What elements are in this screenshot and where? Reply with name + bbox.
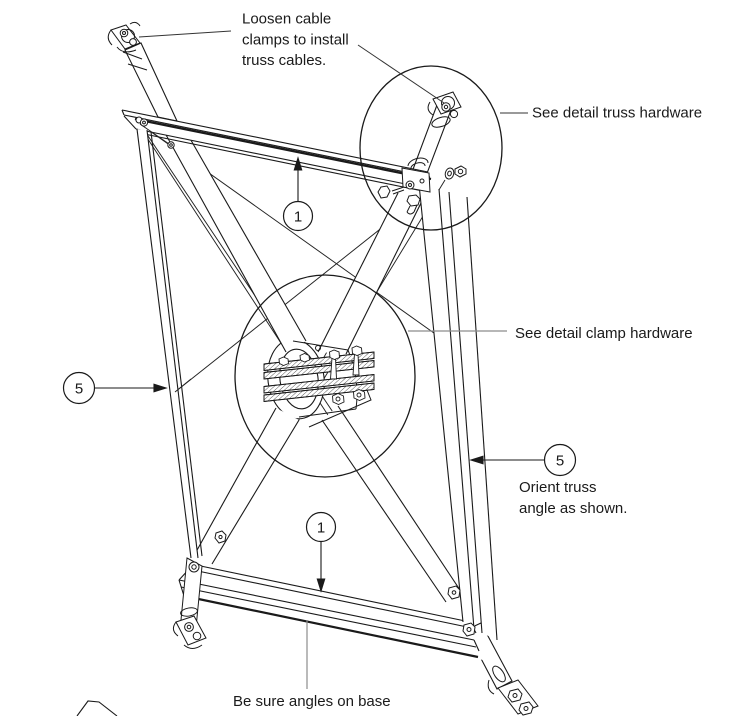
callout-loosen-line-3: truss cables. [242, 52, 326, 69]
detail-circles [234, 65, 503, 478]
balloon-left-post: 5 [62, 371, 96, 405]
cable-clamp-top-right [427, 91, 462, 128]
cable-overlay-top-left [139, 123, 173, 147]
callout-orient-line-2: angle as shown. [519, 500, 627, 517]
arrow-top-beam [293, 156, 303, 202]
callout-texts: Loosen cable clamps to install truss cab… [233, 11, 702, 710]
callout-base-angles: Be sure angles on base [233, 693, 391, 710]
clamp-bottom-bracket [308, 389, 372, 428]
clamp-body-top-edge [292, 340, 349, 351]
right-truss [418, 183, 498, 641]
leader-loosen-right [357, 44, 445, 104]
leg-top-right [411, 104, 452, 177]
callout-orient-line-1: Orient truss [519, 479, 597, 496]
foot-bottom-right [487, 665, 539, 716]
brace-lower-left-tube [195, 407, 300, 565]
callout-orient-truss: Orient truss angle as shown. [519, 479, 627, 517]
base-right-bolt [462, 622, 476, 637]
balloon-base-beam-number: 1 [317, 519, 325, 536]
callout-loosen-line-1: Loosen cable [242, 11, 331, 28]
balloons: 1 5 1 5 [62, 200, 577, 543]
balloon-top-beam: 1 [282, 200, 314, 232]
balloon-right-truss-number: 5 [556, 452, 564, 469]
clamp-assembly [263, 340, 375, 428]
bottom-left-stud [214, 530, 227, 544]
clamp-bolts [278, 345, 366, 405]
brace-upper-right-tube [317, 192, 425, 355]
leader-loosen-left [138, 30, 232, 38]
top-beam [121, 109, 432, 194]
left-post [136, 128, 203, 559]
base-beam [178, 563, 483, 660]
callout-loosen-cable: Loosen cable clamps to install truss cab… [242, 11, 349, 70]
callout-loosen-line-2: clamps to install [242, 31, 349, 48]
partial-figure-bottom-left [76, 700, 118, 716]
balloon-top-beam-number: 1 [294, 208, 302, 225]
cable-overlay-left-post [174, 378, 192, 393]
detail-circle-truss-hardware [359, 65, 503, 231]
brace-lower-right-tube [321, 405, 461, 603]
arrow-left-post [94, 383, 168, 393]
tube-hole [315, 345, 321, 351]
callout-clamp-hardware: See detail clamp hardware [515, 325, 693, 342]
leg-top-left [122, 42, 178, 122]
truss-hardware-top-right [377, 157, 467, 215]
cable-tr-to-left-post [174, 202, 414, 393]
left-post-stud [167, 141, 175, 149]
balloon-base-beam: 1 [305, 511, 337, 543]
arrow-right-truss [469, 455, 545, 465]
foot-bottom-left [172, 557, 207, 649]
bottom-right-stud [447, 585, 461, 600]
beam-left-bolt [135, 116, 149, 127]
arrow-base-beam [316, 541, 326, 593]
cable-clamp-top-left [107, 21, 141, 53]
clamp-collar-inner-ring [279, 348, 319, 410]
balloon-arrows [94, 156, 545, 593]
balloon-left-post-number: 5 [75, 380, 83, 397]
corner-hardware [107, 21, 539, 716]
callout-truss-hardware: See detail truss hardware [532, 105, 702, 122]
brace-upper-left-tube [164, 132, 307, 353]
leader-lines [138, 30, 528, 689]
balloon-right-truss: 5 [543, 443, 577, 477]
detail-circle-clamp-hardware [234, 274, 416, 478]
truss-frame [121, 109, 498, 660]
cable-overlays [139, 123, 192, 393]
